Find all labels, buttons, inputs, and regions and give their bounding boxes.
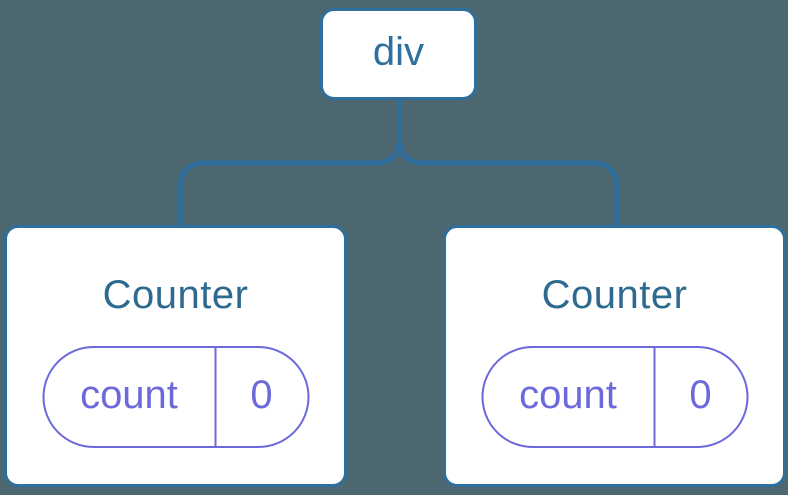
component-title: Counter <box>541 273 688 317</box>
counter-component-card-left: Counter count 0 <box>4 225 347 487</box>
counter-component-card-right: Counter count 0 <box>443 225 786 487</box>
connector-right-branch <box>397 100 620 226</box>
state-key-label: count <box>44 348 216 446</box>
state-value: 0 <box>689 372 712 417</box>
state-pill: count 0 <box>42 346 309 448</box>
connector-left-branch <box>177 100 402 226</box>
state-value: 0 <box>250 372 273 417</box>
root-element-node: div <box>320 8 477 100</box>
state-pill: count 0 <box>481 346 748 448</box>
component-title: Counter <box>102 273 249 317</box>
root-element-label: div <box>372 30 425 74</box>
state-key-label: count <box>483 348 655 446</box>
